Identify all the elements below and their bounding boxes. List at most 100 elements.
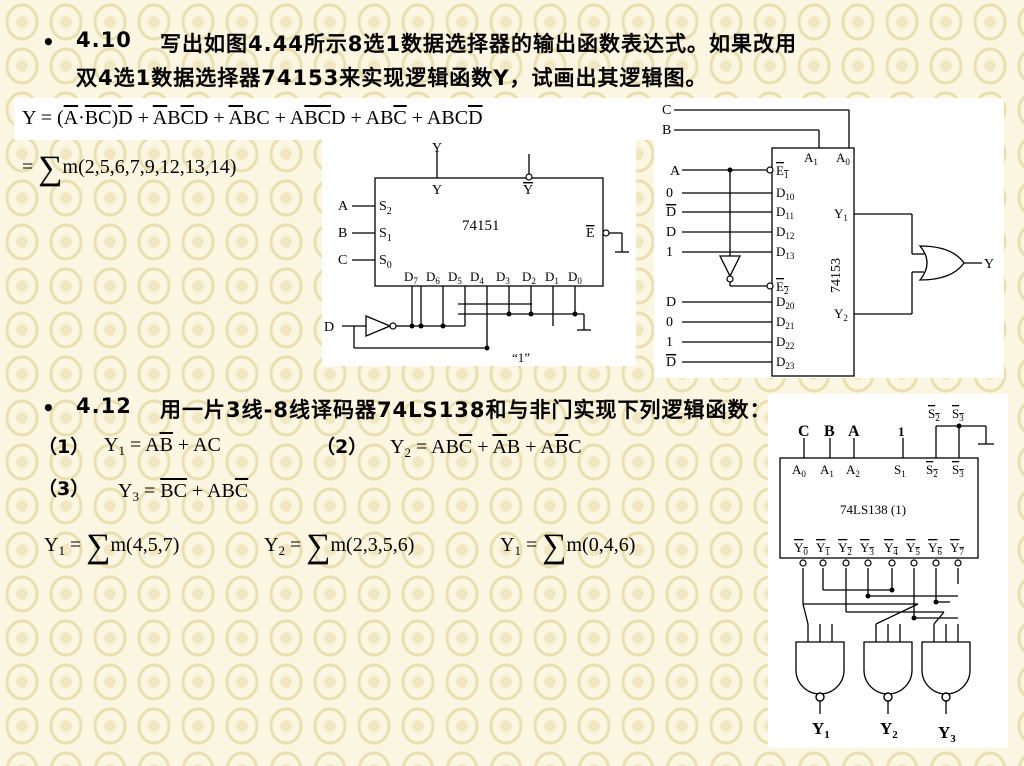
pin-E: E xyxy=(586,226,595,241)
problem-4-12-number: 4.12 xyxy=(76,394,132,418)
signal-B: B xyxy=(338,226,347,241)
pin-D22: D22 xyxy=(776,334,794,351)
label-12-in: 1 xyxy=(666,335,673,350)
pin-D10: D10 xyxy=(776,185,795,202)
y3-minterm-list: m(0,4,6) xyxy=(566,534,636,556)
bullet-4-12: • xyxy=(42,396,55,420)
pin-D0: D0 xyxy=(568,269,582,286)
gate-out-Y1: Y1 xyxy=(812,719,830,741)
pin-E1: E1 xyxy=(776,163,788,180)
pin-D13: D13 xyxy=(776,244,795,261)
pin-S0: S0 xyxy=(379,253,392,271)
pin-S2: S2 xyxy=(379,199,392,217)
top-label-C: C xyxy=(798,423,810,440)
y3-expression: Y3 = BC + ABC xyxy=(118,480,249,504)
pin-A1: A1 xyxy=(820,462,834,479)
y-minterms: m(2,5,6,7,9,12,13,14) xyxy=(62,156,237,178)
decoder-74138-panel xyxy=(768,394,1008,748)
item-1-label: （1） xyxy=(38,436,90,458)
chip-74151-name: 74151 xyxy=(462,218,500,234)
label-D2-in: D xyxy=(666,295,676,310)
pin-Y0: Y0 xyxy=(794,540,808,557)
label-1-in: 1 xyxy=(666,245,673,260)
label-0-in: 0 xyxy=(666,186,673,201)
y-lhs: Y = xyxy=(22,107,57,129)
decoder-74138-diagram: C B A 1 S2 S3 A0 A1 A2 S1 S2 S3 74LS138 … xyxy=(779,406,994,745)
problem-4-10-line2: 双4选1数据选择器74153来实现逻辑函数Y，试画出其逻辑图。 xyxy=(76,66,708,90)
pin-D1: D1 xyxy=(545,269,559,286)
pin-Y2: Y2 xyxy=(838,540,852,557)
signal-D: D xyxy=(324,320,334,335)
pin-D4: D4 xyxy=(470,269,484,286)
mux-74151-diagram: Y Y Y 74151 A B C D S2 S1 S0 E D7 D6 D5 … xyxy=(324,141,629,365)
sum-symbol-3: ∑ xyxy=(542,528,567,565)
top-label-B: B xyxy=(824,423,835,440)
y1-minterms: Y1 = ∑m(4,5,7) xyxy=(44,528,180,565)
pin-Y7: Y7 xyxy=(950,540,964,557)
chip-74153-name: 74153 xyxy=(829,258,844,293)
top-label-1: 1 xyxy=(898,424,905,439)
y-equals: = xyxy=(22,156,39,178)
item-2-label: （2） xyxy=(316,436,368,458)
pin-Y6: Y6 xyxy=(928,540,942,557)
sum-symbol-2: ∑ xyxy=(306,528,331,565)
pin-Y1: Y1 xyxy=(816,540,830,557)
pin-D12: D12 xyxy=(776,224,794,241)
pin-A2: A2 xyxy=(846,462,860,479)
problem-4-12-title: 用一片3线-8线译码器74LS138和与非门实现下列逻辑函数： xyxy=(160,398,772,422)
label-Y-out: Y xyxy=(984,257,994,272)
pin-A0: A0 xyxy=(792,462,806,479)
pin-D23: D23 xyxy=(776,354,795,371)
label-S2bar-top: S2 xyxy=(928,406,940,423)
pin-A0: A0 xyxy=(836,150,850,167)
gate-out-Y3: Y3 xyxy=(938,723,956,745)
pin-D5: D5 xyxy=(448,269,462,286)
mux-74153-panel xyxy=(654,98,1004,378)
pin-Y3: Y3 xyxy=(860,540,874,557)
label-A-in: A xyxy=(670,164,681,179)
mux-74153-diagram: C B A 0 D D 1 D 0 1 D A1 A0 E1 D10 D11 D… xyxy=(662,103,994,377)
label-D-in: D xyxy=(666,225,676,240)
y-minterm-sum: = ∑m(2,5,6,7,9,12,13,14) xyxy=(22,150,236,188)
bullet-4-10: • xyxy=(42,30,55,54)
label-B: B xyxy=(662,123,671,138)
pin-D2: D2 xyxy=(522,269,536,286)
pin-A1: A1 xyxy=(804,150,818,167)
signal-C: C xyxy=(338,253,347,268)
y-expression: Y = (A·BC)D + ABCD + ABC + ABCD + ABC + … xyxy=(22,107,483,129)
pin-D7: D7 xyxy=(404,269,418,286)
label-C: C xyxy=(662,103,671,118)
pin-D11: D11 xyxy=(776,204,794,221)
pin-Y2: Y2 xyxy=(834,306,848,323)
label-S3bar-top: S3 xyxy=(952,406,964,423)
label-one: “1” xyxy=(512,350,530,365)
label-Dbar-in: D xyxy=(666,205,676,220)
y2-minterms: Y2 = ∑m(2,3,5,6) xyxy=(264,528,415,565)
top-label-A: A xyxy=(848,423,860,440)
problem-4-10-line1: 写出如图4.44所示8选1数据选择器的输出函数表达式。如果改用 xyxy=(160,32,798,56)
pin-S1: S1 xyxy=(894,462,906,479)
sum-symbol: ∑ xyxy=(38,150,63,187)
problem-4-10-number: 4.10 xyxy=(76,28,132,52)
y2-minterm-list: m(2,3,5,6) xyxy=(330,534,415,556)
label-02-in: 0 xyxy=(666,315,673,330)
y1-expression: Y1 = AB + AC xyxy=(104,434,221,458)
label-Ybar: Y xyxy=(523,183,533,198)
label-Y-top: Y xyxy=(432,141,442,156)
signal-A: A xyxy=(338,199,349,214)
pin-S2: S2 xyxy=(926,462,938,479)
sum-symbol-1: ∑ xyxy=(86,528,111,565)
chip-74138-name: 74LS138 (1) xyxy=(840,502,906,517)
pin-S1: S1 xyxy=(379,226,392,244)
y2-expression: Y2 = ABC + AB + ABC xyxy=(390,436,582,460)
pin-Y5: Y5 xyxy=(906,540,920,557)
item-3-label: （3） xyxy=(38,478,90,500)
y3-minterms: Y1 = ∑m(0,4,6) xyxy=(500,528,636,565)
y1-minterm-list: m(4,5,7) xyxy=(110,534,180,556)
label-Dbar2-in: D xyxy=(666,355,676,370)
pin-D6: D6 xyxy=(426,269,440,286)
label-Y-in: Y xyxy=(432,183,442,198)
pin-S3: S3 xyxy=(952,462,964,479)
pin-Y1: Y1 xyxy=(834,206,848,223)
pin-Y4: Y4 xyxy=(884,540,898,557)
